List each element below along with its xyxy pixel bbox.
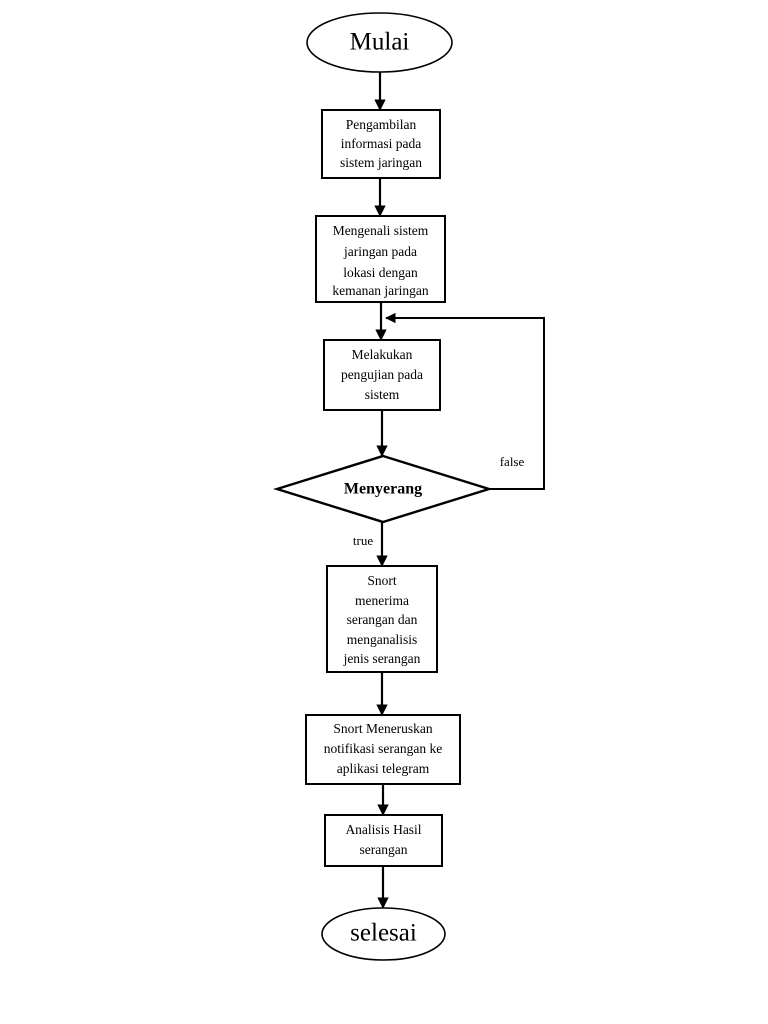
mengenali-line-1: Mengenali sistem xyxy=(333,223,429,238)
menyerang-label: Menyerang xyxy=(344,481,422,498)
snort-menerima-line-4: menganalisis xyxy=(347,632,418,647)
pengambilan-line-1: Pengambilan xyxy=(346,117,417,132)
mengenali-line-4: kemanan jaringan xyxy=(332,283,429,298)
node-end[interactable]: selesai xyxy=(321,907,446,961)
edge-label-false: false xyxy=(500,454,525,469)
edge-label-true: true xyxy=(353,533,373,548)
start-label: Mulai xyxy=(350,29,410,56)
node-snort-menerima[interactable]: Snort menerima serangan dan menganalisis… xyxy=(326,565,438,673)
melakukan-line-3: sistem xyxy=(365,387,400,402)
node-melakukan[interactable]: Melakukan pengujian pada sistem xyxy=(323,339,441,411)
snort-meneruskan-line-1: Snort Meneruskan xyxy=(333,721,433,736)
node-mengenali[interactable]: Mengenali sistem jaringan pada lokasi de… xyxy=(315,215,446,303)
mengenali-box-shape xyxy=(315,215,446,303)
mengenali-line-2: jaringan pada xyxy=(343,244,417,259)
snort-menerima-line-3: serangan dan xyxy=(347,612,418,627)
end-terminator-shape xyxy=(321,907,446,961)
end-label: selesai xyxy=(350,920,417,947)
node-start[interactable]: Mulai xyxy=(306,12,453,73)
snort-meneruskan-box-shape xyxy=(305,714,461,785)
edge-menyerang-false-loop xyxy=(385,312,545,490)
snort-menerima-line-1: Snort xyxy=(367,573,397,588)
snort-meneruskan-line-2: notifikasi serangan ke xyxy=(324,741,442,756)
pengambilan-line-2: informasi pada xyxy=(341,136,422,151)
melakukan-line-1: Melakukan xyxy=(352,347,413,362)
node-snort-meneruskan[interactable]: Snort Meneruskan notifikasi serangan ke … xyxy=(305,714,461,785)
snort-menerima-line-2: menerima xyxy=(355,593,409,608)
mengenali-line-3: lokasi dengan xyxy=(343,265,418,280)
melakukan-line-2: pengujian pada xyxy=(341,367,423,382)
node-analisis-hasil[interactable]: Analisis Hasil serangan xyxy=(324,814,443,867)
snort-meneruskan-line-3: aplikasi telegram xyxy=(337,761,430,776)
snort-menerima-line-5: jenis serangan xyxy=(343,651,421,666)
menyerang-diamond-shape xyxy=(272,454,494,524)
analisis-hasil-line-2: serangan xyxy=(360,842,408,857)
analisis-hasil-box-shape xyxy=(324,814,443,867)
melakukan-box-shape xyxy=(323,339,441,411)
node-menyerang[interactable]: Menyerang xyxy=(272,454,494,524)
pengambilan-line-3: sistem jaringan xyxy=(340,155,422,170)
snort-menerima-box-shape xyxy=(326,565,438,673)
pengambilan-box-shape xyxy=(321,109,441,179)
flow-connectors xyxy=(374,72,545,909)
analisis-hasil-line-1: Analisis Hasil xyxy=(345,822,421,837)
node-pengambilan[interactable]: Pengambilan informasi pada sistem jaring… xyxy=(321,109,441,179)
start-terminator-shape xyxy=(306,12,453,73)
